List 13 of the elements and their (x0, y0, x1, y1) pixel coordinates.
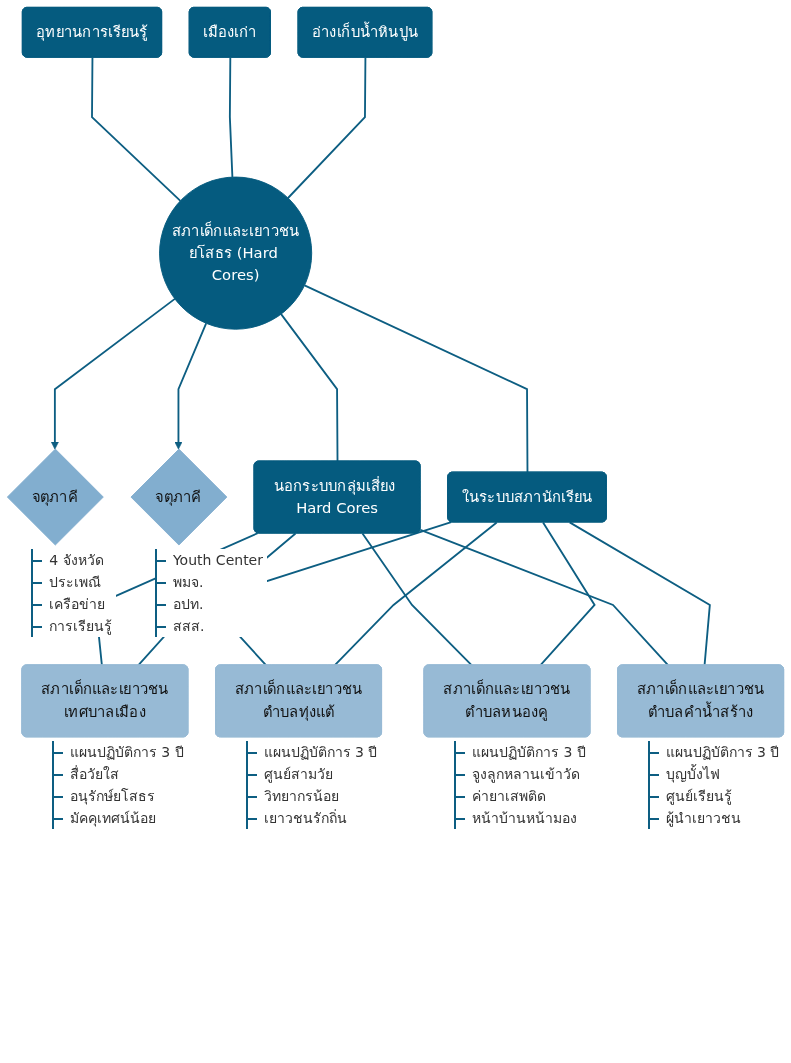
connector (303, 284, 529, 474)
list-item: พมจ. (156, 571, 267, 593)
arrow (50, 297, 176, 450)
node-circle: สภาเด็กและเยาวชนยโสธร (Hard Cores) (159, 176, 313, 330)
connector (280, 313, 339, 463)
connector (228, 56, 234, 179)
node-diamond: จตุภาคี (6, 448, 104, 546)
connector (91, 56, 182, 202)
arrow (174, 322, 208, 450)
list-item: เครือข่าย (33, 593, 117, 615)
connector (287, 56, 367, 199)
list-item: Youth Center (156, 549, 267, 571)
node-diamond: จตุภาคี (130, 448, 228, 546)
